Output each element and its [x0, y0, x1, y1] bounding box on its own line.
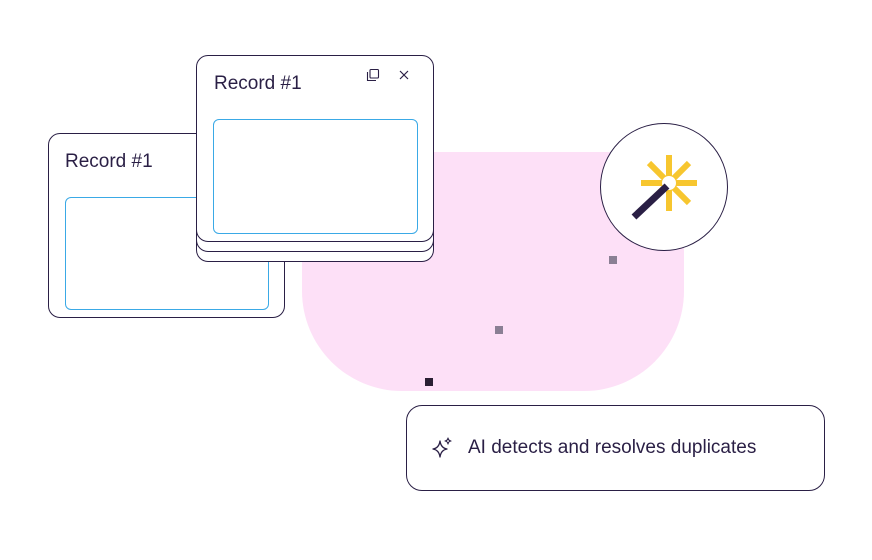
sparkle-icon	[432, 437, 452, 458]
callout-text: AI detects and resolves duplicates	[468, 437, 757, 458]
record-card-title: Record #1	[214, 73, 302, 94]
ai-callout: AI detects and resolves duplicates	[406, 405, 825, 491]
copy-icon[interactable]	[365, 67, 381, 83]
record-card-title: Record #1	[65, 151, 153, 172]
close-icon[interactable]	[396, 67, 412, 83]
magic-wand-badge	[600, 123, 728, 251]
record-card-front: Record #1	[196, 55, 434, 242]
dot	[425, 378, 433, 386]
magic-wand-icon	[631, 155, 697, 220]
record-field[interactable]	[213, 119, 418, 234]
dot	[495, 326, 503, 334]
dot	[609, 256, 617, 264]
